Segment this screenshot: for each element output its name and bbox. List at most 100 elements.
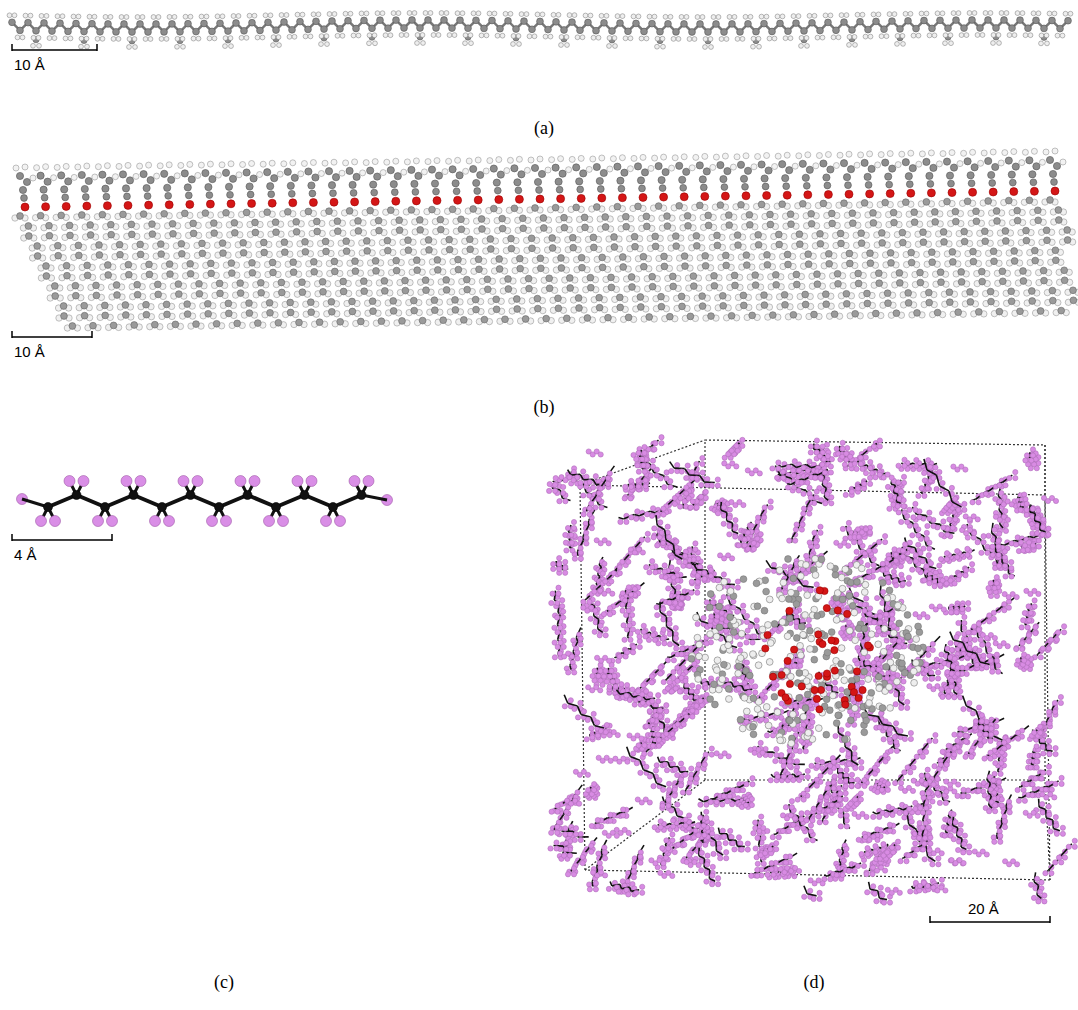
- atom: [343, 11, 348, 16]
- atom: [578, 155, 584, 161]
- atom: [145, 29, 152, 36]
- atom: [240, 239, 247, 246]
- atom: [793, 20, 800, 27]
- atom: [353, 173, 360, 180]
- atom: [184, 311, 191, 318]
- atom: [538, 170, 545, 177]
- atom: [28, 13, 33, 18]
- atom: [41, 20, 48, 27]
- atom: [716, 15, 721, 20]
- atom: [355, 228, 362, 235]
- atom: [241, 27, 248, 34]
- atom: [905, 17, 912, 24]
- atom: [103, 15, 108, 20]
- atom: [479, 226, 486, 233]
- atom: [396, 11, 401, 16]
- atom: [759, 14, 764, 19]
- atom: [608, 274, 615, 281]
- atom: [199, 14, 204, 19]
- atom: [250, 175, 257, 182]
- atom: [545, 167, 551, 173]
- atom: [676, 37, 681, 42]
- atom: [63, 36, 68, 41]
- atom: [161, 170, 168, 177]
- atom: [163, 301, 170, 308]
- atom: [278, 289, 285, 296]
- atom: [414, 267, 421, 274]
- atom: [225, 183, 232, 190]
- atom: [79, 44, 84, 49]
- atom: [257, 27, 264, 34]
- atom: [157, 163, 163, 169]
- atom: [149, 221, 156, 228]
- atom: [75, 164, 81, 170]
- atom: [21, 195, 28, 202]
- atom: [268, 191, 275, 198]
- atom: [590, 244, 597, 251]
- atom: [546, 285, 553, 292]
- atom: [495, 33, 500, 38]
- atom: [566, 167, 572, 173]
- atom: [99, 171, 106, 178]
- atom: [225, 310, 232, 317]
- atom: [156, 15, 161, 20]
- atom: [81, 312, 88, 319]
- atom: [431, 33, 436, 38]
- atom: [104, 262, 111, 269]
- atom: [215, 172, 221, 178]
- atom: [46, 222, 53, 229]
- atom: [390, 181, 397, 188]
- atom: [204, 300, 211, 307]
- atom: [387, 207, 394, 214]
- atom: [370, 181, 377, 188]
- atom: [637, 177, 644, 184]
- atom: [678, 293, 685, 300]
- atom: [337, 25, 344, 32]
- atom: [483, 168, 489, 174]
- atom: [229, 175, 236, 182]
- atom: [105, 272, 112, 279]
- atom: [22, 164, 28, 170]
- atom: [215, 14, 220, 19]
- atom: [69, 323, 76, 330]
- atom: [649, 273, 656, 280]
- atom: [310, 160, 316, 166]
- atom: [1065, 17, 1072, 24]
- atom: [90, 322, 97, 329]
- atom: [318, 171, 324, 177]
- atom: [959, 33, 964, 38]
- atom: [61, 313, 68, 320]
- atom: [332, 12, 337, 17]
- atom: [658, 293, 665, 300]
- atom: [423, 11, 428, 16]
- atom: [577, 194, 585, 202]
- atom: [175, 36, 180, 41]
- atom: [311, 268, 318, 275]
- atom: [449, 166, 456, 173]
- atom: [196, 290, 203, 297]
- atom: [601, 19, 608, 26]
- atom: [543, 315, 550, 322]
- atom: [570, 244, 577, 251]
- atom: [370, 308, 377, 315]
- atom: [190, 230, 197, 237]
- atom: [668, 14, 673, 19]
- atom: [422, 277, 429, 284]
- atom: [559, 170, 566, 177]
- atom: [207, 260, 214, 267]
- atom: [216, 280, 223, 287]
- atom: [188, 176, 195, 183]
- atom: [1060, 33, 1065, 38]
- atom: [371, 189, 378, 196]
- atom: [252, 229, 259, 236]
- atom: [508, 245, 515, 252]
- atom: [772, 36, 777, 41]
- atom: [415, 172, 422, 179]
- atom: [961, 25, 968, 32]
- atom: [943, 41, 948, 46]
- atom: [334, 228, 341, 235]
- atom: [202, 170, 209, 177]
- atom: [443, 277, 450, 284]
- atom: [597, 186, 604, 193]
- atom: [535, 12, 540, 17]
